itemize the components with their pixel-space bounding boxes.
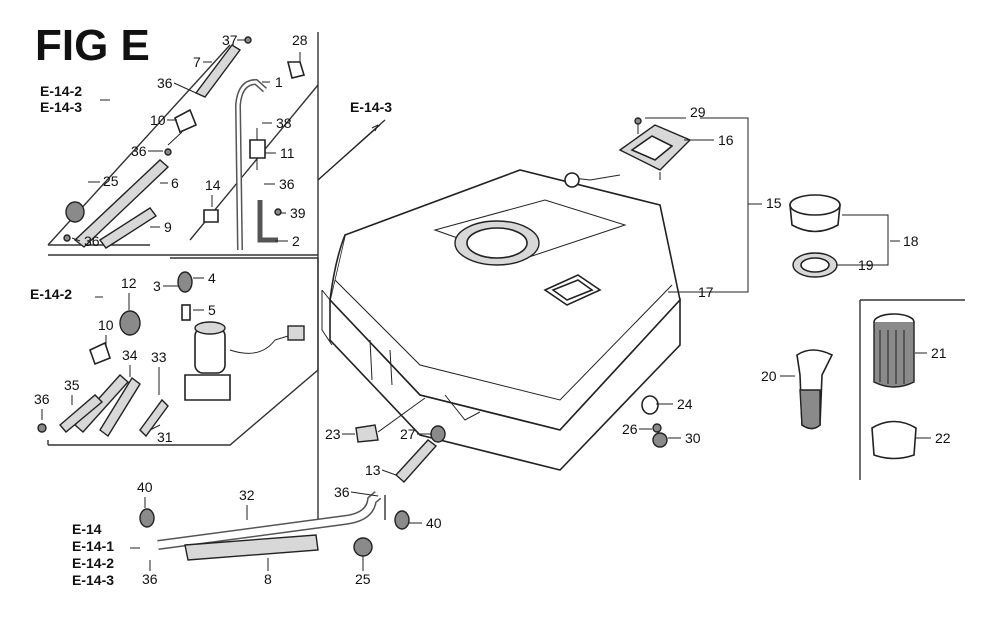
fuel-pump (177, 271, 305, 401)
fuel-cap (789, 194, 889, 278)
part-label-p27: 27 (400, 426, 416, 442)
leader-p36d (71, 237, 81, 242)
part-label-p23: 23 (325, 426, 341, 442)
part-label-p36g: 36 (142, 571, 158, 587)
part-label-p6: 6 (171, 175, 179, 191)
ref-label-ref_d3: E-14-2 (72, 555, 114, 571)
part-label-p2: 2 (292, 233, 300, 249)
part-label-p36c: 36 (279, 176, 295, 192)
part-label-p25b: 25 (355, 571, 371, 587)
ref-label-ref_b: E-14-3 (350, 99, 392, 115)
bottom-hoses (139, 491, 410, 561)
part-label-p15: 15 (766, 195, 782, 211)
ref-label-ref_a1: E-14-2 (40, 83, 82, 99)
part-label-p16: 16 (718, 132, 734, 148)
part-label-p13: 13 (365, 462, 381, 478)
part-label-p40a: 40 (137, 479, 153, 495)
part-label-p38: 38 (276, 115, 292, 131)
part-label-p22: 22 (935, 430, 951, 446)
part-label-p10b: 10 (98, 317, 114, 333)
upper-left-hoses (63, 36, 252, 249)
ref-label-ref_a2: E-14-3 (40, 99, 82, 115)
fuel-tank (321, 169, 681, 471)
group-bracket-15 (672, 117, 749, 293)
part-label-p14: 14 (205, 177, 221, 193)
fuel-strainer (796, 349, 834, 430)
part-label-p33: 33 (151, 349, 167, 365)
leader-lines (41, 39, 931, 571)
part-label-p36e: 36 (34, 391, 50, 407)
ref-label-ref_d4: E-14-3 (72, 572, 114, 588)
part-label-p30: 30 (685, 430, 701, 446)
part-label-p4: 4 (208, 270, 216, 286)
part-label-p40b: 40 (426, 515, 442, 531)
ref-label-ref_d2: E-14-1 (72, 538, 114, 554)
part-label-p19: 19 (858, 257, 874, 273)
part-label-p11: 11 (280, 145, 295, 161)
part-label-p36d: 36 (84, 233, 100, 249)
part-label-p17: 17 (698, 284, 714, 300)
part-label-p20: 20 (761, 368, 777, 384)
lower-left-hoses (37, 310, 169, 438)
part-label-p12: 12 (121, 275, 137, 291)
part-label-p24: 24 (677, 396, 693, 412)
part-label-p34: 34 (122, 347, 138, 363)
part-label-p9: 9 (164, 219, 172, 235)
part-label-p25a: 25 (103, 173, 119, 189)
part-label-p36a: 36 (157, 75, 173, 91)
drain-parts (355, 395, 668, 483)
part-label-p1: 1 (275, 74, 283, 90)
part-label-p28: 28 (292, 32, 308, 48)
part-label-p32: 32 (239, 487, 255, 503)
part-label-p21: 21 (931, 345, 947, 361)
fuel-gauge-assembly (564, 117, 692, 188)
part-label-p10a: 10 (150, 112, 166, 128)
part-label-p37: 37 (222, 32, 238, 48)
fuel-filter (871, 313, 917, 460)
leader-p36a (173, 82, 197, 94)
part-label-p18: 18 (903, 233, 919, 249)
leader-p36f (350, 491, 379, 497)
part-label-p7: 7 (193, 54, 201, 70)
part-label-p5: 5 (208, 302, 216, 318)
leader-p31 (149, 424, 161, 431)
ref-arrows (95, 99, 381, 549)
part-label-p35: 35 (64, 377, 80, 393)
part-label-p39: 39 (290, 205, 306, 221)
figure-title: FIG E (35, 21, 150, 70)
part-label-p26: 26 (622, 421, 638, 437)
part-label-p36f: 36 (334, 484, 350, 500)
fuel-line-filter (203, 61, 306, 251)
ref-label-ref_c: E-14-2 (30, 286, 72, 302)
ref-label-ref_d1: E-14 (72, 521, 102, 537)
part-label-p8: 8 (264, 571, 272, 587)
leader-p13 (381, 469, 397, 476)
part-label-p29: 29 (690, 104, 706, 120)
part-label-p36b: 36 (131, 143, 147, 159)
part-label-p3: 3 (153, 278, 161, 294)
part-label-p31: 31 (157, 429, 173, 445)
